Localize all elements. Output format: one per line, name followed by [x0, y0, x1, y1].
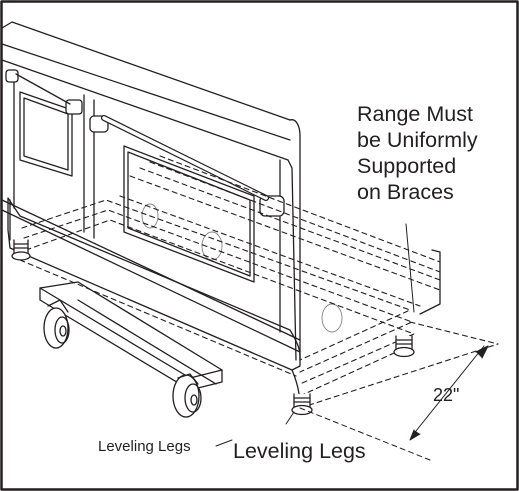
- left-oven-window-inner: [23, 97, 69, 171]
- support-note-line: Supported: [357, 154, 457, 178]
- support-note-line: on Braces: [357, 180, 454, 204]
- leveling-leg: [11, 239, 31, 261]
- dolly-wheel: [172, 373, 202, 418]
- leveling-leg: [291, 393, 313, 416]
- kick-panel: [7, 197, 301, 371]
- support-braces: [19, 155, 499, 409]
- right-oven-window: [123, 145, 255, 283]
- support-note-leader: [405, 223, 415, 313]
- support-note: Range Must be Uniformly Supported on Bra…: [357, 101, 478, 205]
- dolly-wheel: [43, 299, 70, 349]
- range-back-panel: [419, 249, 441, 315]
- left-door-handle: [5, 69, 83, 115]
- depth-dimension: [299, 345, 489, 461]
- leveling-legs-label-large: Leveling Legs: [233, 439, 366, 463]
- moving-dolly: [39, 281, 223, 418]
- left-oven-window: [19, 91, 73, 177]
- leveling-legs-label-small: Leveling Legs: [98, 438, 191, 455]
- legs-large-leader: [285, 411, 295, 425]
- support-note-line: Range Must: [357, 102, 473, 126]
- legs-small-leader: [215, 439, 233, 447]
- leveling-leg: [393, 335, 415, 358]
- support-note-line: be Uniformly: [357, 128, 478, 152]
- brace-end-details: [141, 203, 343, 333]
- range-body: [1, 21, 301, 361]
- depth-dimension-label: 22": [433, 385, 460, 405]
